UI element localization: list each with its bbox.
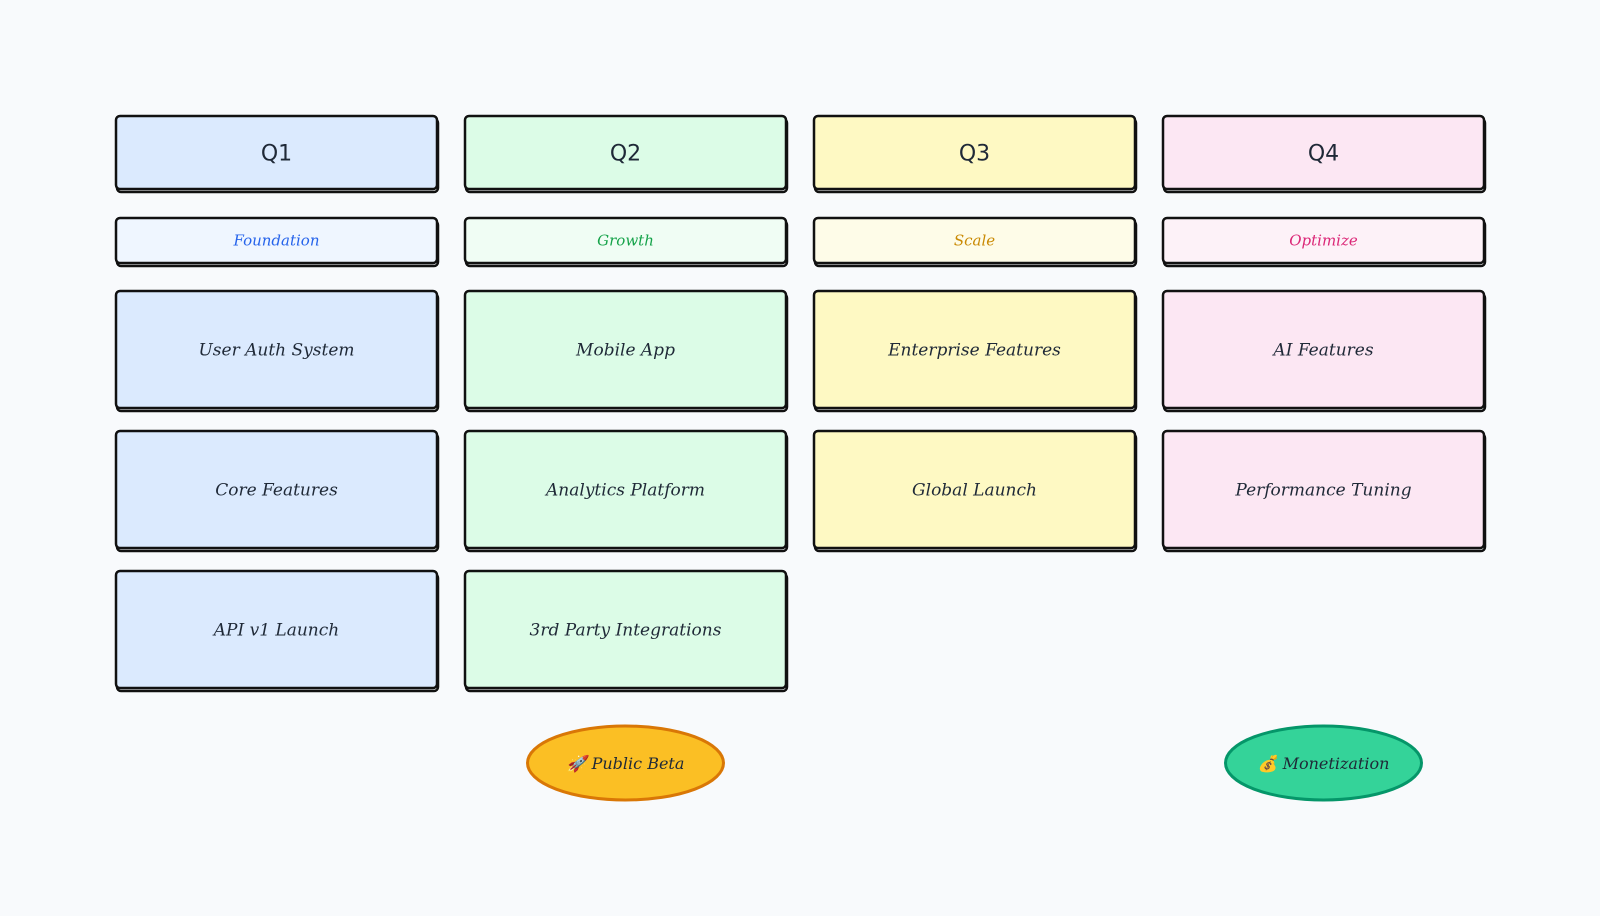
milestone-ellipse bbox=[526, 724, 725, 802]
roadmap-item[interactable]: Mobile App bbox=[463, 289, 789, 413]
milestone-ellipse bbox=[1224, 724, 1423, 802]
quarter-header[interactable]: Q4 bbox=[1161, 114, 1487, 194]
roadmap-item[interactable]: Enterprise Features bbox=[812, 289, 1138, 413]
roadmap-item-box bbox=[812, 289, 1137, 410]
milestone-label: 💰 Monetization bbox=[1257, 754, 1390, 773]
quarter-theme-label: Growth bbox=[597, 232, 654, 250]
quarter-header-box bbox=[1161, 114, 1486, 191]
quarter-header-box bbox=[463, 114, 788, 191]
roadmap-item-label: 3rd Party Integrations bbox=[530, 621, 722, 641]
quarter-theme-box bbox=[1161, 216, 1486, 265]
roadmap-item-box bbox=[812, 429, 1137, 550]
quarter-header[interactable]: Q2 bbox=[463, 114, 789, 194]
roadmap-item-box bbox=[1161, 289, 1486, 410]
roadmap-item[interactable]: User Auth System bbox=[114, 289, 440, 413]
quarter-theme-box bbox=[114, 216, 439, 265]
quarter-theme-label: Scale bbox=[954, 232, 995, 250]
quarter-theme[interactable]: Growth bbox=[463, 216, 789, 268]
roadmap-item-box bbox=[463, 289, 788, 410]
quarter-header[interactable]: Q1 bbox=[114, 114, 440, 194]
roadmap-item-box bbox=[114, 429, 439, 550]
roadmap-item-label: Mobile App bbox=[575, 341, 675, 361]
roadmap-item-box bbox=[1161, 429, 1486, 550]
roadmap-item[interactable]: AI Features bbox=[1161, 289, 1487, 413]
quarter-header-box bbox=[114, 114, 439, 191]
quarter-label: Q4 bbox=[1308, 142, 1339, 167]
roadmap-item-label: Global Launch bbox=[912, 481, 1037, 501]
quarter-theme-box bbox=[812, 216, 1137, 265]
roadmap-item-label: Analytics Platform bbox=[544, 481, 705, 501]
roadmap-item[interactable]: API v1 Launch bbox=[114, 569, 440, 693]
roadmap-item-box bbox=[114, 289, 439, 410]
roadmap-item-label: User Auth System bbox=[198, 341, 354, 361]
milestone-monetization[interactable]: 💰 Monetization bbox=[1224, 724, 1423, 802]
quarter-theme-box bbox=[463, 216, 788, 265]
roadmap-item[interactable]: Analytics Platform bbox=[463, 429, 789, 553]
roadmap-item-box bbox=[463, 429, 788, 550]
roadmap-item-label: Core Features bbox=[215, 481, 338, 501]
quarter-label: Q1 bbox=[261, 142, 292, 167]
quarter-theme-label: Foundation bbox=[232, 232, 319, 250]
roadmap-item-label: Enterprise Features bbox=[887, 341, 1061, 361]
roadmap-item[interactable]: Performance Tuning bbox=[1161, 429, 1487, 553]
roadmap-item-box bbox=[114, 569, 439, 690]
roadmap-item[interactable]: Core Features bbox=[114, 429, 440, 553]
roadmap-item[interactable]: 3rd Party Integrations bbox=[463, 569, 789, 693]
roadmap-item-label: Performance Tuning bbox=[1234, 481, 1411, 501]
quarter-header[interactable]: Q3 bbox=[812, 114, 1138, 194]
roadmap-item-label: API v1 Launch bbox=[212, 621, 339, 641]
quarter-theme-label: Optimize bbox=[1289, 232, 1358, 250]
quarter-label: Q2 bbox=[610, 142, 641, 167]
quarter-theme[interactable]: Optimize bbox=[1161, 216, 1487, 268]
milestone-public-beta[interactable]: 🚀 Public Beta bbox=[526, 724, 725, 802]
quarter-theme[interactable]: Scale bbox=[812, 216, 1138, 268]
roadmap-item-label: AI Features bbox=[1271, 341, 1373, 361]
roadmap-item[interactable]: Global Launch bbox=[812, 429, 1138, 553]
quarter-header-box bbox=[812, 114, 1137, 191]
roadmap-item-box bbox=[463, 569, 788, 690]
quarter-theme[interactable]: Foundation bbox=[114, 216, 440, 268]
quarter-label: Q3 bbox=[959, 142, 990, 167]
milestone-label: 🚀 Public Beta bbox=[567, 754, 685, 773]
